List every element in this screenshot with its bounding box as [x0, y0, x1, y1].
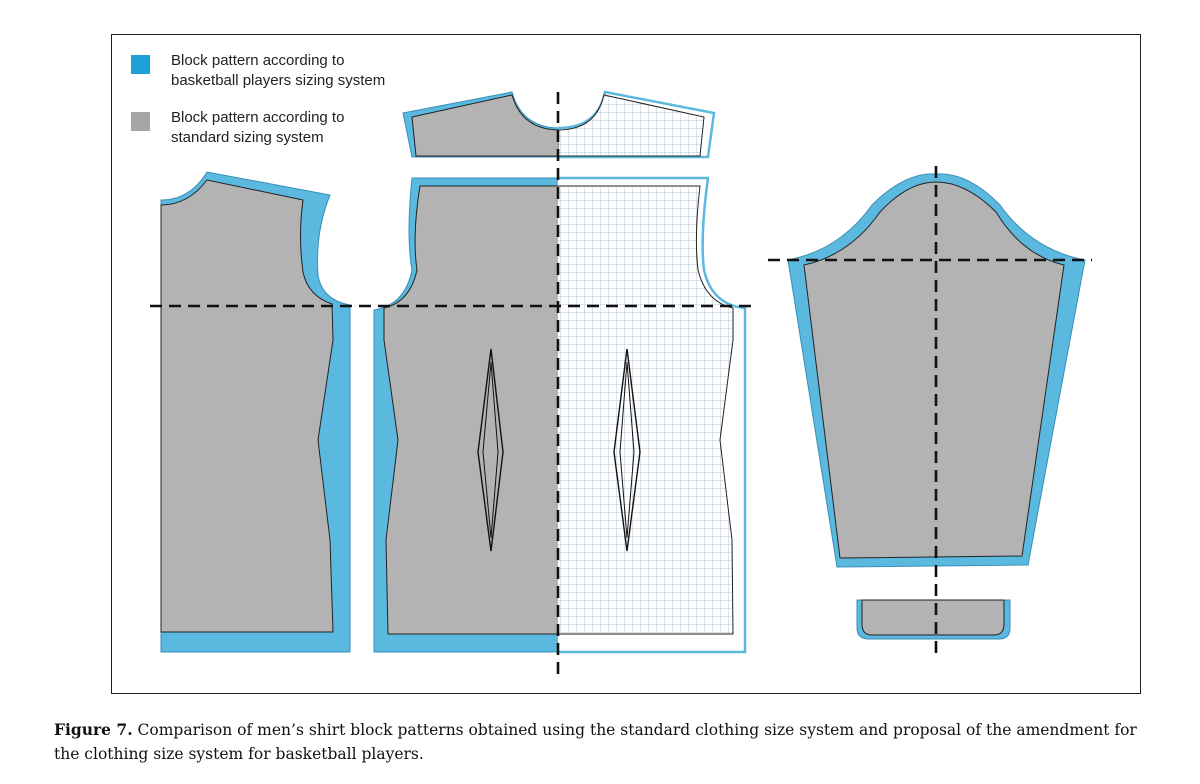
caption-text: Comparison of men’s shirt block patterns…: [54, 721, 1137, 763]
sleeve-piece: [787, 173, 1086, 568]
legend-item-basketball: Block pattern according to basketball pl…: [131, 51, 431, 91]
front-piece: [373, 176, 747, 654]
sleeve-standard: [803, 181, 1065, 559]
back-piece-standard: [160, 179, 334, 633]
caption-label: Figure 7.: [54, 720, 133, 739]
back-piece: [160, 171, 351, 653]
cuff-piece: [856, 599, 1011, 640]
legend-swatch-basketball: [131, 55, 150, 74]
front-basketball-right: [558, 176, 747, 654]
cuff-standard: [861, 599, 1005, 636]
front-dart-left-inner: [482, 361, 499, 539]
legend-swatch-standard: [131, 112, 150, 131]
front-dart-left-outer: [477, 348, 504, 552]
yoke-piece: [402, 90, 716, 159]
legend-label-basketball: Block pattern according to basketball pl…: [171, 52, 386, 89]
front-standard-right: [558, 185, 734, 635]
front-dart-right-inner: [619, 361, 635, 539]
front-standard: [383, 185, 558, 635]
reference-lines: [150, 92, 1092, 678]
legend-item-standard: Block pattern according to standard sizi…: [131, 108, 431, 148]
yoke-standard-right: [558, 94, 705, 157]
figure-caption: Figure 7. Comparison of men’s shirt bloc…: [54, 718, 1164, 766]
yoke-standard: [411, 94, 558, 157]
front-dart-right-outer: [613, 348, 641, 552]
legend-label-standard: Block pattern according to standard sizi…: [171, 109, 345, 146]
